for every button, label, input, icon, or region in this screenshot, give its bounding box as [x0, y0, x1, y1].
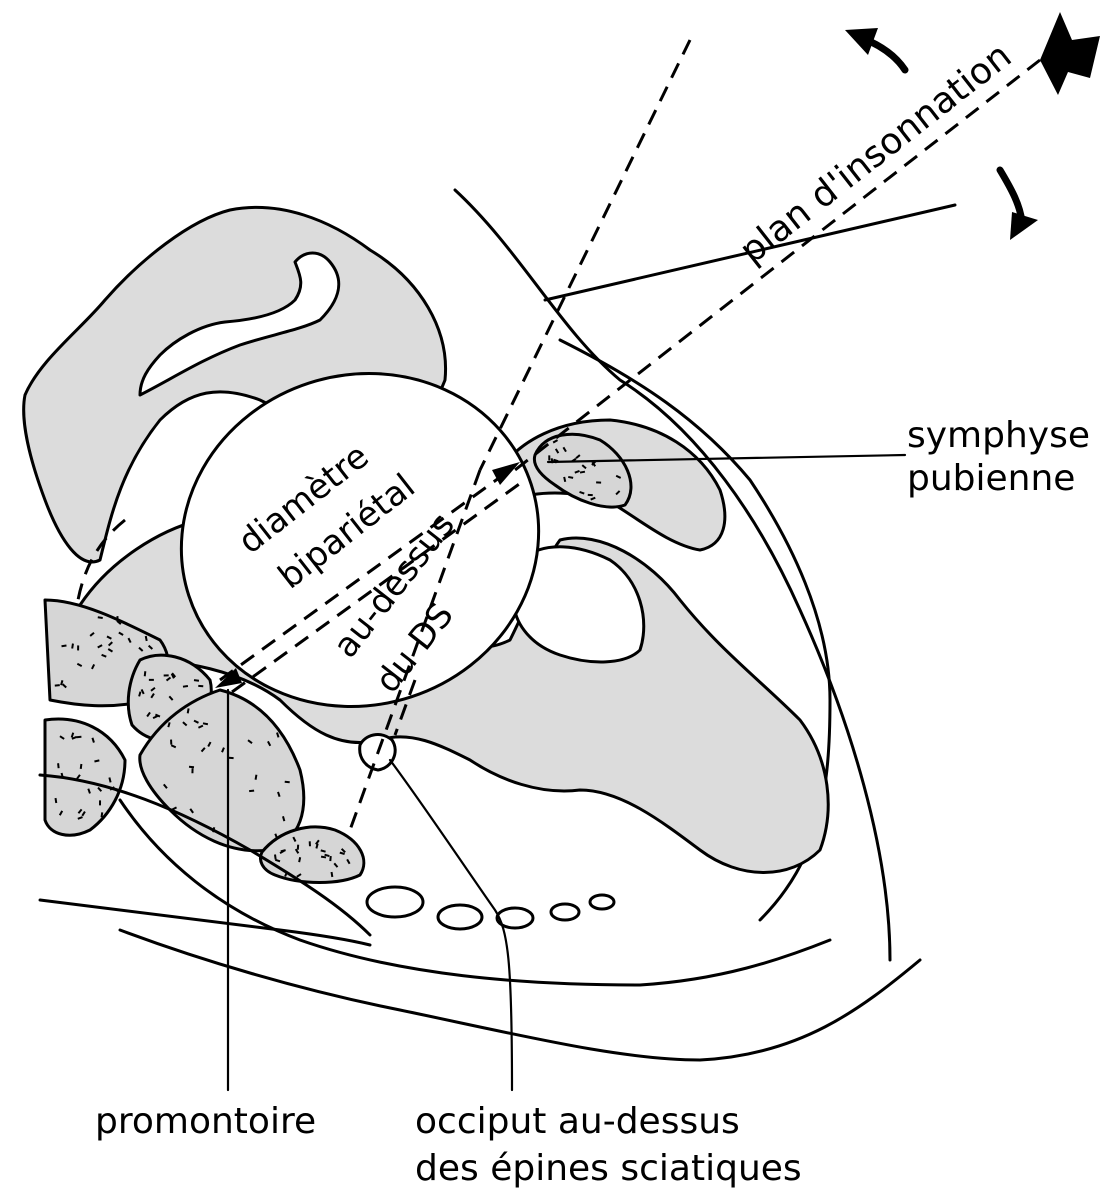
- bone-speck: [321, 850, 326, 851]
- bone-speck: [285, 782, 290, 783]
- bone-speck: [109, 778, 110, 783]
- perineum-outline: [120, 930, 920, 1060]
- bone-speck: [299, 857, 300, 862]
- bone-speck: [321, 857, 326, 858]
- bone-speck: [94, 760, 99, 761]
- bone-speck: [81, 764, 82, 769]
- bone-speck: [283, 816, 284, 821]
- symphyse-label-line-1: symphyse: [907, 415, 1090, 456]
- coccyx-bone-4: [551, 904, 579, 920]
- curved-arrow-down-head: [1010, 212, 1038, 240]
- bone-speck: [564, 477, 565, 482]
- bone-speck: [275, 854, 276, 859]
- bone-speck: [58, 763, 59, 768]
- bone-speck: [316, 844, 317, 849]
- bone-speck: [98, 617, 103, 618]
- plan-insonnation-label: plan d'insonnation: [732, 35, 1019, 272]
- bone-speck: [203, 723, 208, 724]
- bone-speck: [277, 733, 278, 738]
- spinal-canal-line-2: [40, 900, 370, 945]
- insonation-plane-line-1: [515, 60, 1040, 470]
- bone-speck: [194, 680, 199, 681]
- occiput-label-line-1: occiput au-dessus: [415, 1101, 740, 1142]
- coccyx-bone-1: [367, 887, 423, 917]
- promontoire-label: promontoire: [95, 1101, 316, 1142]
- bone-speck: [568, 477, 573, 478]
- symphyse-label-line-2: pubienne: [907, 458, 1075, 499]
- bone-speck: [281, 850, 286, 851]
- bone-speck: [580, 472, 585, 473]
- bone-speck: [102, 812, 103, 817]
- bone-speck: [92, 738, 93, 743]
- bone-speck: [62, 646, 67, 647]
- bone-speck: [332, 872, 333, 877]
- bone-speck: [72, 644, 73, 649]
- occiput-label-line-2: des épines sciatiques: [415, 1148, 802, 1189]
- bone-speck: [189, 767, 194, 768]
- bone-speck: [325, 855, 330, 856]
- insonation-plane-line-2: [480, 40, 690, 470]
- bone-speck: [249, 791, 254, 792]
- bone-speck: [340, 853, 345, 854]
- bone-speck: [61, 680, 62, 685]
- bone-speck: [62, 773, 63, 778]
- arrow-left-icon: [1040, 12, 1100, 95]
- bone-speck: [168, 722, 169, 727]
- coccyx-bone-5: [590, 895, 614, 909]
- bone-speck: [146, 636, 147, 641]
- coccyx-bone-2: [438, 905, 482, 929]
- bone-speck: [183, 686, 188, 687]
- bone-speck: [256, 775, 257, 780]
- bone-speck: [139, 692, 140, 697]
- bone-speck: [56, 798, 57, 803]
- bone-speck: [213, 827, 214, 832]
- bone-speck: [188, 708, 189, 713]
- bone-speck: [145, 671, 146, 676]
